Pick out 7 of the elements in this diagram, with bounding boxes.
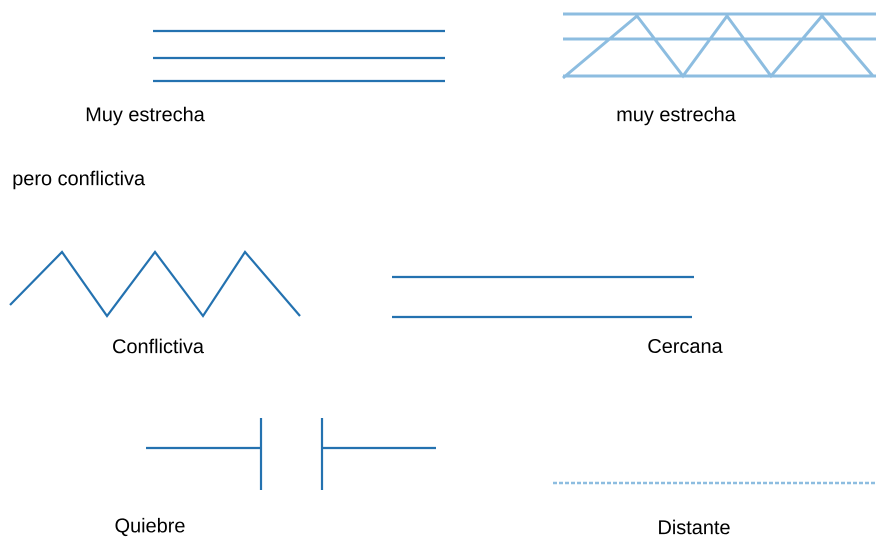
label: Conflictiva <box>113 338 204 354</box>
label: Distante <box>659 520 730 534</box>
label: Muy estrecha <box>86 106 205 126</box>
label: muy estrecha <box>618 106 736 126</box>
label: Quiebre <box>116 518 185 536</box>
label: pero conflictiva <box>14 170 146 190</box>
label: Cercana <box>648 338 723 354</box>
